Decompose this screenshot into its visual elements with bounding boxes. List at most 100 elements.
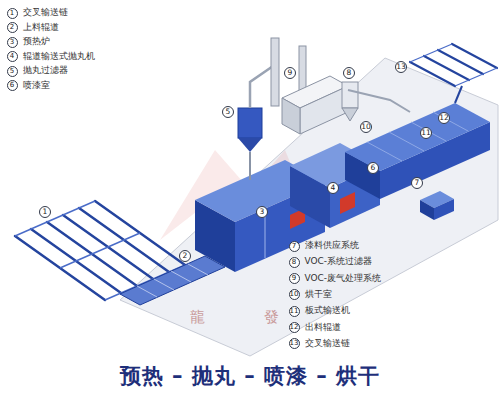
callout-number: 5 xyxy=(226,108,231,116)
callout-circle: 2 xyxy=(179,250,191,262)
legend-circle: 5抛丸过滤器 xyxy=(7,66,18,77)
legend-circle: 2上料辊道 xyxy=(7,22,18,33)
dryer-top-face xyxy=(345,103,490,171)
red-hatch xyxy=(340,192,355,214)
callout-number: 8 xyxy=(292,259,296,266)
callout-circle: 12 xyxy=(438,112,450,124)
callout-circle: 1 xyxy=(39,206,51,218)
callout-circle: 10 xyxy=(360,121,372,133)
roller xyxy=(154,279,174,290)
callout-number: 3 xyxy=(10,39,14,46)
callout-circle: 4 xyxy=(327,182,339,194)
voc-unit-front xyxy=(300,86,348,134)
roller-conveyor xyxy=(120,256,225,305)
dryer-rib xyxy=(433,112,468,131)
roller xyxy=(171,271,191,282)
part-name: 出料辊道 xyxy=(305,323,341,333)
part-name: 上料辊道 xyxy=(23,23,59,33)
callout-circle: 13 xyxy=(395,61,407,73)
legend-circle: 12出料辊道 xyxy=(289,322,300,333)
callout-number: 3 xyxy=(260,208,265,216)
part-name: 漆料供应系统 xyxy=(305,241,359,251)
part-name: 烘干室 xyxy=(305,290,332,300)
discharge-link xyxy=(455,86,462,103)
conveyor-beam xyxy=(60,233,140,268)
conveyor-rail xyxy=(424,56,469,80)
roller xyxy=(137,286,157,297)
legend-circle: 13交叉输送链 xyxy=(289,338,300,349)
conveyor-beam xyxy=(15,201,95,236)
callout-number: 12 xyxy=(290,324,299,331)
callout-number: 4 xyxy=(10,53,14,60)
conveyor-rail xyxy=(438,50,483,74)
callout-number: 9 xyxy=(288,69,293,77)
legend-circle: 3预热炉 xyxy=(7,37,18,48)
supply-unit-front xyxy=(434,199,454,220)
callout-number: 10 xyxy=(361,123,371,131)
filter-body xyxy=(238,108,262,138)
legend-circle: 1交叉输送链 xyxy=(7,8,18,19)
callout-number: 6 xyxy=(371,164,376,172)
filter-cone xyxy=(238,138,262,152)
supply-unit-side xyxy=(420,200,434,220)
cyclone-body xyxy=(342,82,358,108)
conveyor-beam xyxy=(455,68,497,86)
callout-circle: 6 xyxy=(367,162,379,174)
callout-number: 5 xyxy=(10,68,14,75)
roller xyxy=(188,264,208,275)
legend-circle: 11板式输送机 xyxy=(289,306,300,317)
legend-circle: 6喷漆室 xyxy=(7,80,18,91)
part-name: 预热炉 xyxy=(23,37,50,47)
exhaust-stack xyxy=(271,38,279,106)
legend-circle: 8VOC-系统过滤器 xyxy=(289,257,300,268)
callout-number: 9 xyxy=(292,275,296,282)
legend-circle: 10烘干室 xyxy=(289,289,300,300)
part-name: 交叉输送链 xyxy=(305,339,350,349)
part-name: VOC-系统过滤器 xyxy=(305,257,373,267)
part-name: 抛丸过滤器 xyxy=(23,66,68,76)
legend-circle: 9VOC-废气处理系统 xyxy=(289,273,300,284)
callout-number: 2 xyxy=(10,24,14,31)
callout-circle: 5 xyxy=(222,106,234,118)
callout-number: 6 xyxy=(10,82,14,89)
cyclone-cone xyxy=(342,108,358,121)
floor-plate xyxy=(120,58,498,356)
dryer-rib xyxy=(389,132,424,151)
part-name: 喷漆室 xyxy=(23,81,50,91)
callout-number: 4 xyxy=(331,184,336,192)
callout-number: 7 xyxy=(292,243,296,250)
callout-number: 1 xyxy=(43,208,48,216)
duct xyxy=(348,90,410,112)
callout-circle: 7 xyxy=(411,177,423,189)
callout-number: 2 xyxy=(183,252,188,260)
conveyor-rail xyxy=(410,62,455,86)
callout-number: 12 xyxy=(439,114,449,122)
watermark-text: 發 xyxy=(264,308,279,327)
part-name: 交叉输送链 xyxy=(23,8,68,18)
dryer-rib xyxy=(367,142,402,161)
conveyor-beam xyxy=(410,44,452,62)
voc-unit-side xyxy=(282,98,300,134)
callout-number: 11 xyxy=(290,308,299,315)
callout-circle: 11 xyxy=(420,127,432,139)
part-name: 辊道输送式抛丸机 xyxy=(23,52,95,62)
dryer-rib xyxy=(411,122,446,141)
legend-circle: 4辊道输送式抛丸机 xyxy=(7,51,18,62)
callout-number: 13 xyxy=(290,340,299,347)
callout-number: 11 xyxy=(421,129,431,137)
part-name: VOC-废气处理系统 xyxy=(305,274,382,284)
conveyor-rail xyxy=(452,44,497,68)
watermark-text: 龍 xyxy=(190,308,205,327)
callout-number: 8 xyxy=(347,69,352,77)
part-name: 板式输送机 xyxy=(305,306,350,316)
legend-circle: 7漆料供应系统 xyxy=(289,241,300,252)
callout-number: 13 xyxy=(396,63,406,71)
callout-number: 7 xyxy=(415,179,420,187)
callout-circle: 3 xyxy=(256,206,268,218)
callout-circle: 8 xyxy=(343,67,355,79)
diagram-title: 预热 – 抛丸 – 喷漆 – 烘干 xyxy=(0,362,500,390)
callout-number: 1 xyxy=(10,10,14,17)
duct xyxy=(249,152,251,180)
